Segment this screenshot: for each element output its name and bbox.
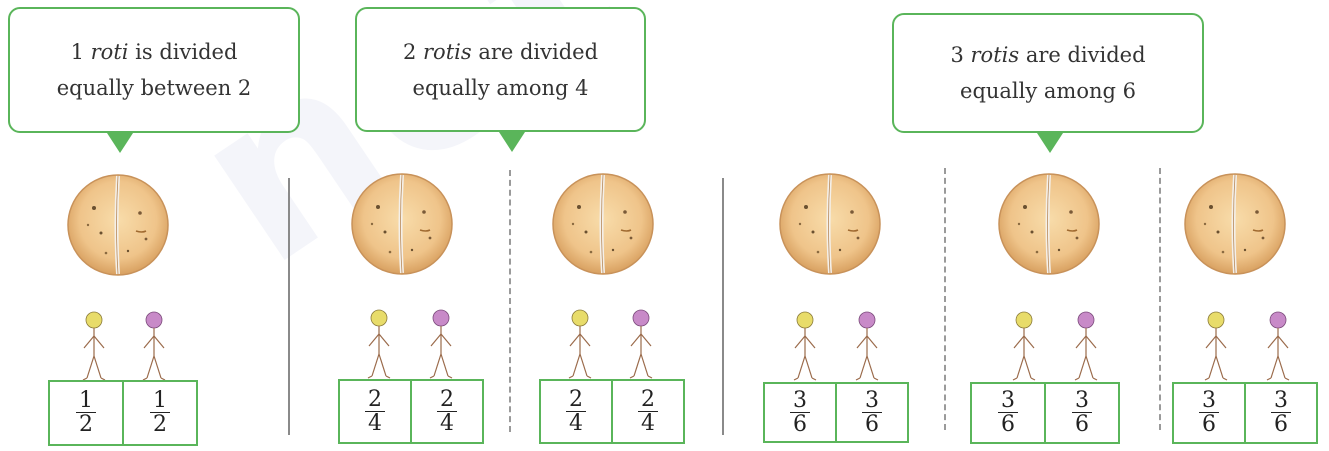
callout-group-2: 2 rotis are divided equally among 4 xyxy=(355,7,646,152)
callout-line-2: equally between 2 xyxy=(56,76,252,100)
child-purple-icon xyxy=(855,311,879,381)
callout-line-1: 1 roti is divided xyxy=(70,40,238,64)
callout-pointer-icon xyxy=(107,133,133,153)
child-purple-icon xyxy=(1074,311,1098,381)
roti-icon xyxy=(778,172,882,276)
child-yellow-icon xyxy=(1012,311,1036,381)
child-purple-icon xyxy=(629,309,653,379)
callout-group-1: 1 roti is divided equally between 2 xyxy=(8,7,300,153)
callout-pointer-icon xyxy=(1037,133,1063,153)
group-divider xyxy=(288,178,290,435)
callout-group-3: 3 rotis are divided equally among 6 xyxy=(892,13,1204,153)
callout-line-2: equally among 4 xyxy=(412,75,589,100)
child-yellow-icon xyxy=(367,309,391,379)
callout-pointer-icon xyxy=(499,132,525,152)
child-purple-icon xyxy=(1266,311,1290,381)
child-yellow-icon xyxy=(793,311,817,381)
roti-icon xyxy=(350,172,454,276)
pair-divider xyxy=(1159,168,1161,430)
callout-line-1: 3 rotis are divided xyxy=(950,43,1146,67)
child-purple-icon xyxy=(429,309,453,379)
child-yellow-icon xyxy=(82,311,106,381)
roti-icon xyxy=(1183,172,1287,276)
roti-icon xyxy=(997,172,1101,276)
child-yellow-icon xyxy=(1204,311,1228,381)
child-yellow-icon xyxy=(568,309,592,379)
roti-icon xyxy=(66,173,170,277)
pair-divider xyxy=(509,170,511,432)
callout-line-1: 2 rotis are divided xyxy=(402,39,599,64)
roti-icon xyxy=(551,172,655,276)
callout-line-2: equally among 6 xyxy=(960,79,1136,103)
pair-divider xyxy=(944,168,946,430)
child-purple-icon xyxy=(142,311,166,381)
group-divider xyxy=(722,178,724,435)
